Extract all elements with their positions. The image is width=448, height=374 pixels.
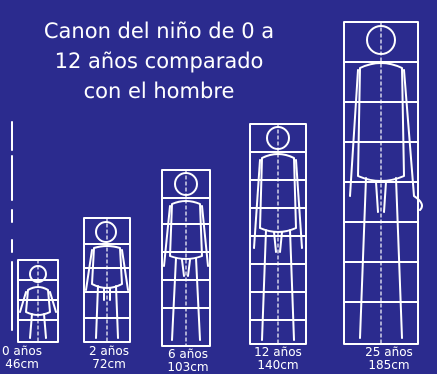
title: Canon del niño de 0 a 12 años comparado …	[14, 16, 304, 106]
figure-label-0-years: 0 años 46cm	[0, 345, 44, 371]
figure-25-years	[343, 21, 423, 345]
age-label: 12 años	[254, 345, 302, 359]
title-line-3: con el hombre	[83, 79, 235, 103]
right-margin	[437, 0, 448, 374]
title-line-1: Canon del niño de 0 a	[43, 19, 275, 43]
figure-label-25-years: 25 años 185cm	[356, 346, 422, 372]
figure-0-years	[17, 259, 59, 343]
figure-6-years	[161, 169, 211, 347]
title-line-2: 12 años comparado	[54, 49, 264, 73]
height-label: 46cm	[5, 357, 39, 371]
age-label: 0 años	[1, 344, 42, 358]
age-label: 6 años	[167, 347, 208, 361]
height-label: 103cm	[167, 360, 209, 374]
age-label: 25 años	[365, 345, 413, 359]
figure-12-years	[249, 123, 307, 345]
figure-label-2-years: 2 años 72cm	[82, 345, 136, 371]
figure-label-6-years: 6 años 103cm	[160, 348, 216, 374]
age-label: 2 años	[88, 344, 129, 358]
height-label: 140cm	[257, 358, 299, 372]
figure-2-years	[83, 217, 131, 343]
height-label: 72cm	[92, 357, 126, 371]
figure-label-12-years: 12 años 140cm	[248, 346, 308, 372]
height-label: 185cm	[368, 358, 410, 372]
